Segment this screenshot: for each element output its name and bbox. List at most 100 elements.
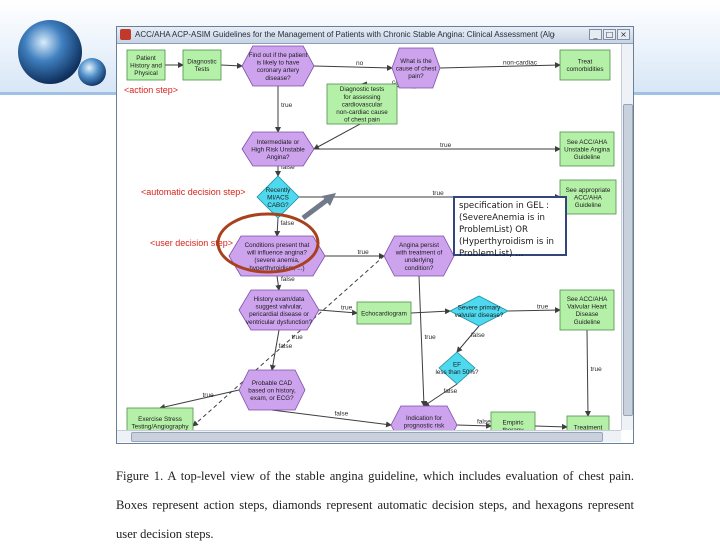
vertical-scroll-thumb[interactable] [623,104,633,416]
node-label: Treatment [574,424,603,430]
edge-label: false [281,220,295,227]
node-label: Indication for [406,415,442,422]
node-label: with treatment of [395,250,443,257]
node-label: Recently [266,187,291,194]
guideline-window: ACC/AHA ACP-ASIM Guidelines for the Mana… [116,26,634,444]
app-icon [120,29,131,40]
flowchart-edge [313,64,393,71]
box-shape [559,289,615,331]
node-label: for assessing [343,94,381,101]
node-label: hyperthyroidism, ...) [249,265,304,272]
horizontal-scroll-thumb[interactable] [131,432,603,442]
hexagon-shape [238,289,320,331]
node-label: prognostic risk [404,422,445,429]
node-label: ventricular dysfunction? [246,319,313,326]
node-label: EF [453,362,461,369]
edge-label: true [292,334,304,341]
edge-label: non-cardiac [503,60,538,67]
flowchart-edge [274,217,281,237]
node-label: suggest valvular, [256,304,303,311]
node-label: History and [130,62,162,69]
node-label: See ACC/AHA [567,139,608,146]
flowchart-edge [192,255,385,427]
node-label: exam, or ECG? [250,395,294,402]
edge-label: false [335,411,349,418]
edge-label: true [537,304,549,311]
edge-label: false [471,332,485,339]
node-empiric-therapy[interactable]: Empirictherapy [490,411,536,430]
node-label: underlying [404,257,434,264]
maximize-button[interactable]: □ [603,29,616,40]
node-label: disease? [265,75,291,82]
edge-label: false [281,276,295,283]
node-label: cardiovascular [342,101,383,108]
close-button[interactable]: × [617,29,630,40]
minimize-button[interactable]: _ [589,29,602,40]
box-shape [326,83,398,125]
node-label: History exam/data [254,296,305,303]
node-label: Tests [195,66,210,73]
node-label: Guideline [574,154,601,161]
node-exercise-testing[interactable]: Exercise StressTesting/Angiographyalgori… [126,407,194,430]
node-label: Diagnostic tests [340,86,384,93]
flowchart-edge [456,422,492,429]
diamond-shape [438,351,476,385]
horizontal-scrollbar[interactable] [117,430,621,442]
node-label: (severe anemia, [254,257,299,264]
node-label: pericardial disease or [249,311,309,318]
node-label: condition? [405,265,434,272]
node-label: coronary artery [257,67,300,74]
tooltip-line: ProblemList) ... [459,249,524,259]
tooltip-line: specification in GEL : [459,201,549,211]
flowchart-edge [159,389,240,410]
edge-label: true [440,142,452,149]
node-label: Disease [576,311,599,318]
node-label: of chest pain [344,117,380,124]
diamond-shape [449,295,509,327]
flowchart-edge [271,409,392,428]
node-label: comorbidities [566,66,603,73]
vertical-scrollbar[interactable] [621,44,633,430]
flowchart-edge [439,62,561,69]
node-label: Empiric [503,420,524,427]
hexagon-shape [238,369,306,411]
node-treatment[interactable]: Treatment [566,415,610,430]
box-shape [559,179,617,215]
title-bar[interactable]: ACC/AHA ACP-ASIM Guidelines for the Mana… [117,27,633,44]
node-label: Echocardiogram [361,310,407,317]
node-label: therapy [502,427,524,430]
flowchart-edge [269,329,280,371]
hexagon-shape [390,405,458,430]
flowchart-edge [456,325,480,353]
node-label: MI/ACS [267,194,289,201]
flowchart-edge [220,62,243,69]
node-label: Guideline [574,319,601,326]
node-echocardiogram[interactable]: Echocardiogram [356,301,412,325]
window-title: ACC/AHA ACP-ASIM Guidelines for the Mana… [135,30,555,39]
hexagon-shape [391,47,441,89]
edge-label: true [591,366,603,373]
box-shape [126,407,194,430]
node-label: See ACC/AHA [567,296,608,303]
node-label: non-cardiac cause [336,109,388,116]
box-shape [126,49,166,81]
algorithm-canvas[interactable]: nonon-cardiaccardiactruetruefalsetruefal… [117,44,621,430]
